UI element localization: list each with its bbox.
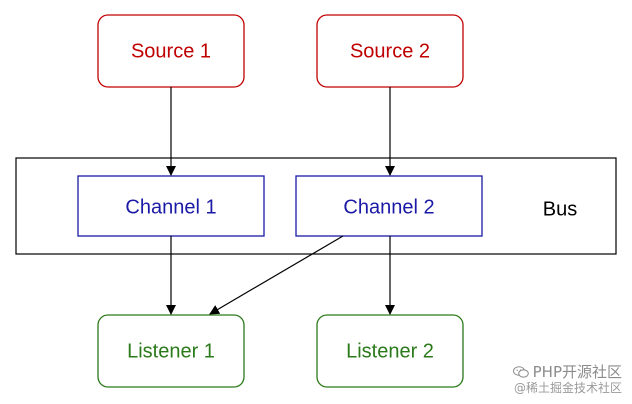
listener-1-node: Listener 1 bbox=[97, 314, 245, 388]
listener-1-label: Listener 1 bbox=[127, 340, 215, 362]
listener-2-label: Listener 2 bbox=[346, 340, 434, 362]
channel-1-node: Channel 1 bbox=[77, 175, 265, 237]
channel-2-label: Channel 2 bbox=[343, 196, 434, 218]
channel-2-node: Channel 2 bbox=[295, 175, 483, 237]
watermark: PHP开源社区 @稀土掘金技术社区 bbox=[512, 363, 622, 396]
watermark-line2: @稀土掘金技术社区 bbox=[513, 381, 622, 395]
source-1-node: Source 1 bbox=[97, 14, 245, 88]
watermark-line1: PHP开源社区 bbox=[532, 363, 622, 381]
source-2-label: Source 2 bbox=[350, 40, 430, 62]
edge-channel2-listener1 bbox=[209, 235, 344, 315]
source-2-node: Source 2 bbox=[316, 14, 464, 88]
listener-2-node: Listener 2 bbox=[316, 314, 464, 388]
source-1-label: Source 1 bbox=[131, 40, 211, 62]
bus-label: Bus bbox=[543, 198, 577, 220]
channel-1-label: Channel 1 bbox=[125, 196, 216, 218]
wechat-icon bbox=[512, 366, 529, 378]
